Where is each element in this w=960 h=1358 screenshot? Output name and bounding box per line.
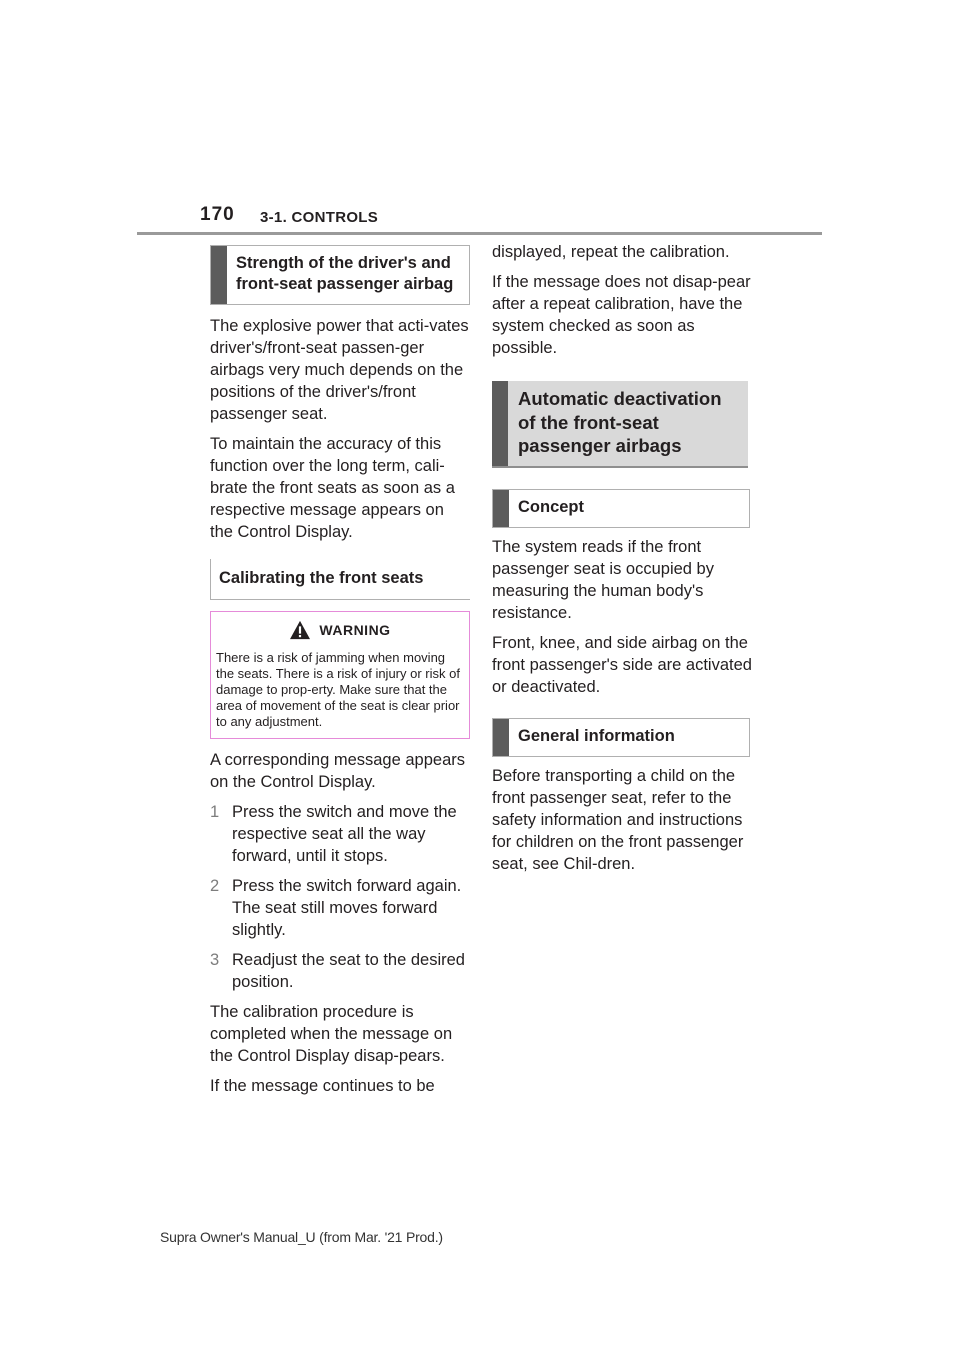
warning-text: There is a risk of jamming when moving t… (216, 650, 460, 729)
page-number: 170 (200, 204, 235, 225)
heading-automatic-deactivation: Automatic deactivation of the front-seat… (492, 381, 748, 468)
subheading-general-box: General information (492, 717, 750, 757)
right-column: displayed, repeat the calibration. If th… (492, 241, 752, 883)
paragraph-front-knee-side: Front, knee, and side airbag on the fron… (492, 633, 752, 696)
step-text: Press the switch forward again. The seat… (232, 877, 462, 939)
paragraph-corresponding-message: A corresponding message appears on the C… (210, 751, 465, 791)
paragraph-message-continues: If the message continues to be (210, 1077, 435, 1095)
paragraph-accuracy: To maintain the accuracy of this functio… (210, 435, 455, 541)
subheading-bar (211, 246, 227, 304)
step-item: 1 Press the switch and move the respecti… (210, 801, 470, 867)
warning-triangle-icon (290, 620, 311, 640)
paragraph-not-disappear: If the message does not disap-pear after… (492, 273, 751, 357)
warning-title-row: WARNING (216, 620, 464, 640)
subheading-concept: Concept (518, 497, 584, 516)
step-text: Readjust the seat to the desired positio… (232, 951, 465, 991)
heading-calibrating: Calibrating the front seats (210, 559, 470, 600)
warning-title: WARNING (319, 622, 391, 638)
paragraph-before-transporting: Before transporting a child on the front… (492, 766, 744, 873)
section-header: 3-1. CONTROLS (260, 209, 379, 226)
subheading-strength-box: Strength of the driver's and front-seat … (210, 245, 470, 305)
paragraph-system-reads: The system reads if the front passenger … (492, 537, 714, 622)
heading-automatic-deactivation-text: Automatic deactivation of the front-seat… (518, 388, 722, 456)
step-item: 3 Readjust the seat to the desired posit… (210, 949, 470, 993)
step-number: 1 (210, 803, 220, 821)
subheading-concept-box: Concept (492, 488, 750, 528)
header-rule (137, 232, 822, 235)
step-text: Press the switch and move the respective… (232, 803, 457, 865)
subheading-strength: Strength of the driver's and front-seat … (236, 254, 454, 293)
footer-text: Supra Owner's Manual_U (from Mar. '21 Pr… (160, 1229, 443, 1245)
step-item: 2 Press the switch forward again. The se… (210, 875, 470, 941)
heading-calibrating-text: Calibrating the front seats (219, 569, 424, 587)
heading-bar (492, 381, 508, 466)
paragraph-explosive-power: The explosive power that acti-vates driv… (210, 317, 469, 423)
step-number: 2 (210, 877, 220, 895)
paragraph-repeat-calibration: displayed, repeat the calibration. (492, 243, 730, 261)
step-number: 3 (210, 951, 220, 969)
subheading-bar (493, 718, 509, 756)
left-column: Strength of the driver's and front-seat … (210, 245, 470, 1105)
subheading-bar (493, 489, 509, 527)
paragraph-procedure-completed: The calibration procedure is completed w… (210, 1003, 453, 1065)
heading-left-rule (210, 559, 211, 599)
subheading-general: General information (518, 726, 675, 745)
warning-box: WARNING There is a risk of jamming when … (210, 611, 470, 739)
